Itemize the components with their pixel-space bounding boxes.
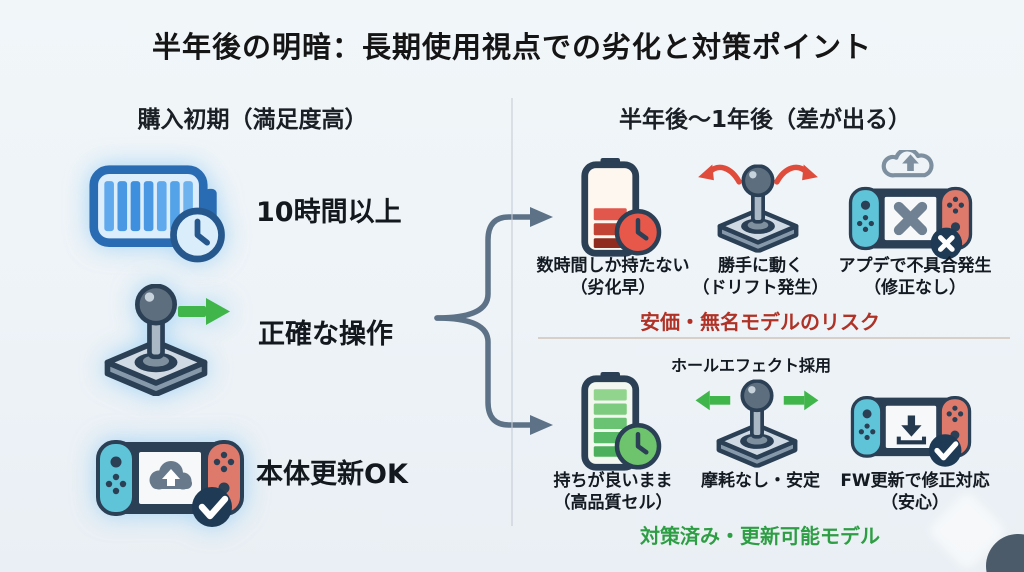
joystick-stable-green-arrows-icon (694, 370, 820, 474)
risk-caption-drift: 勝手に動く （ドリフト発生） (692, 256, 829, 299)
battery-healthy-green-clock-icon (578, 372, 662, 474)
left-item-label: 10時間以上 (256, 197, 402, 228)
switch-cloud-update-icon (95, 428, 245, 532)
column-divider-line (511, 98, 513, 526)
left-item-label: 本体更新OK (256, 459, 408, 490)
branch-connector-arrows (434, 207, 553, 435)
good-caption-stable: 摩耗なし・安定 (701, 471, 820, 491)
good-caption-battery: 持ちが良いまま （高品質セル） (553, 471, 673, 514)
good-caption-fw: FW更新で修正対応 （安心） (840, 471, 990, 514)
risk-caption-update: アプデで不具合発生 （修正なし） (838, 256, 992, 299)
right-column-header: 半年後〜1年後（差が出る） (618, 107, 911, 133)
row-divider-line (538, 337, 1010, 339)
battery-full-blue-clock-icon (88, 156, 234, 264)
joystick-drift-red-arrows-icon (695, 155, 821, 259)
risk-caption-battery: 数時間しか持たない （劣化早） (536, 256, 690, 299)
switch-update-error-icon (848, 150, 973, 262)
switch-fw-download-check-icon (850, 386, 972, 471)
left-column-header: 購入初期（満足度高） (137, 107, 368, 133)
joystick-accurate-icon (92, 276, 242, 401)
page-title: 半年後の明暗：長期使用視点での劣化と対策ポイント (151, 30, 872, 64)
left-item-label: 正確な操作 (258, 319, 393, 350)
hall-effect-note: ホールエフェクト採用 (670, 356, 831, 375)
risk-row-label: 安価・無名モデルのリスク (640, 310, 880, 334)
good-row-label: 対策済み・更新可能モデル (640, 524, 880, 548)
battery-degraded-red-clock-icon (578, 158, 662, 260)
